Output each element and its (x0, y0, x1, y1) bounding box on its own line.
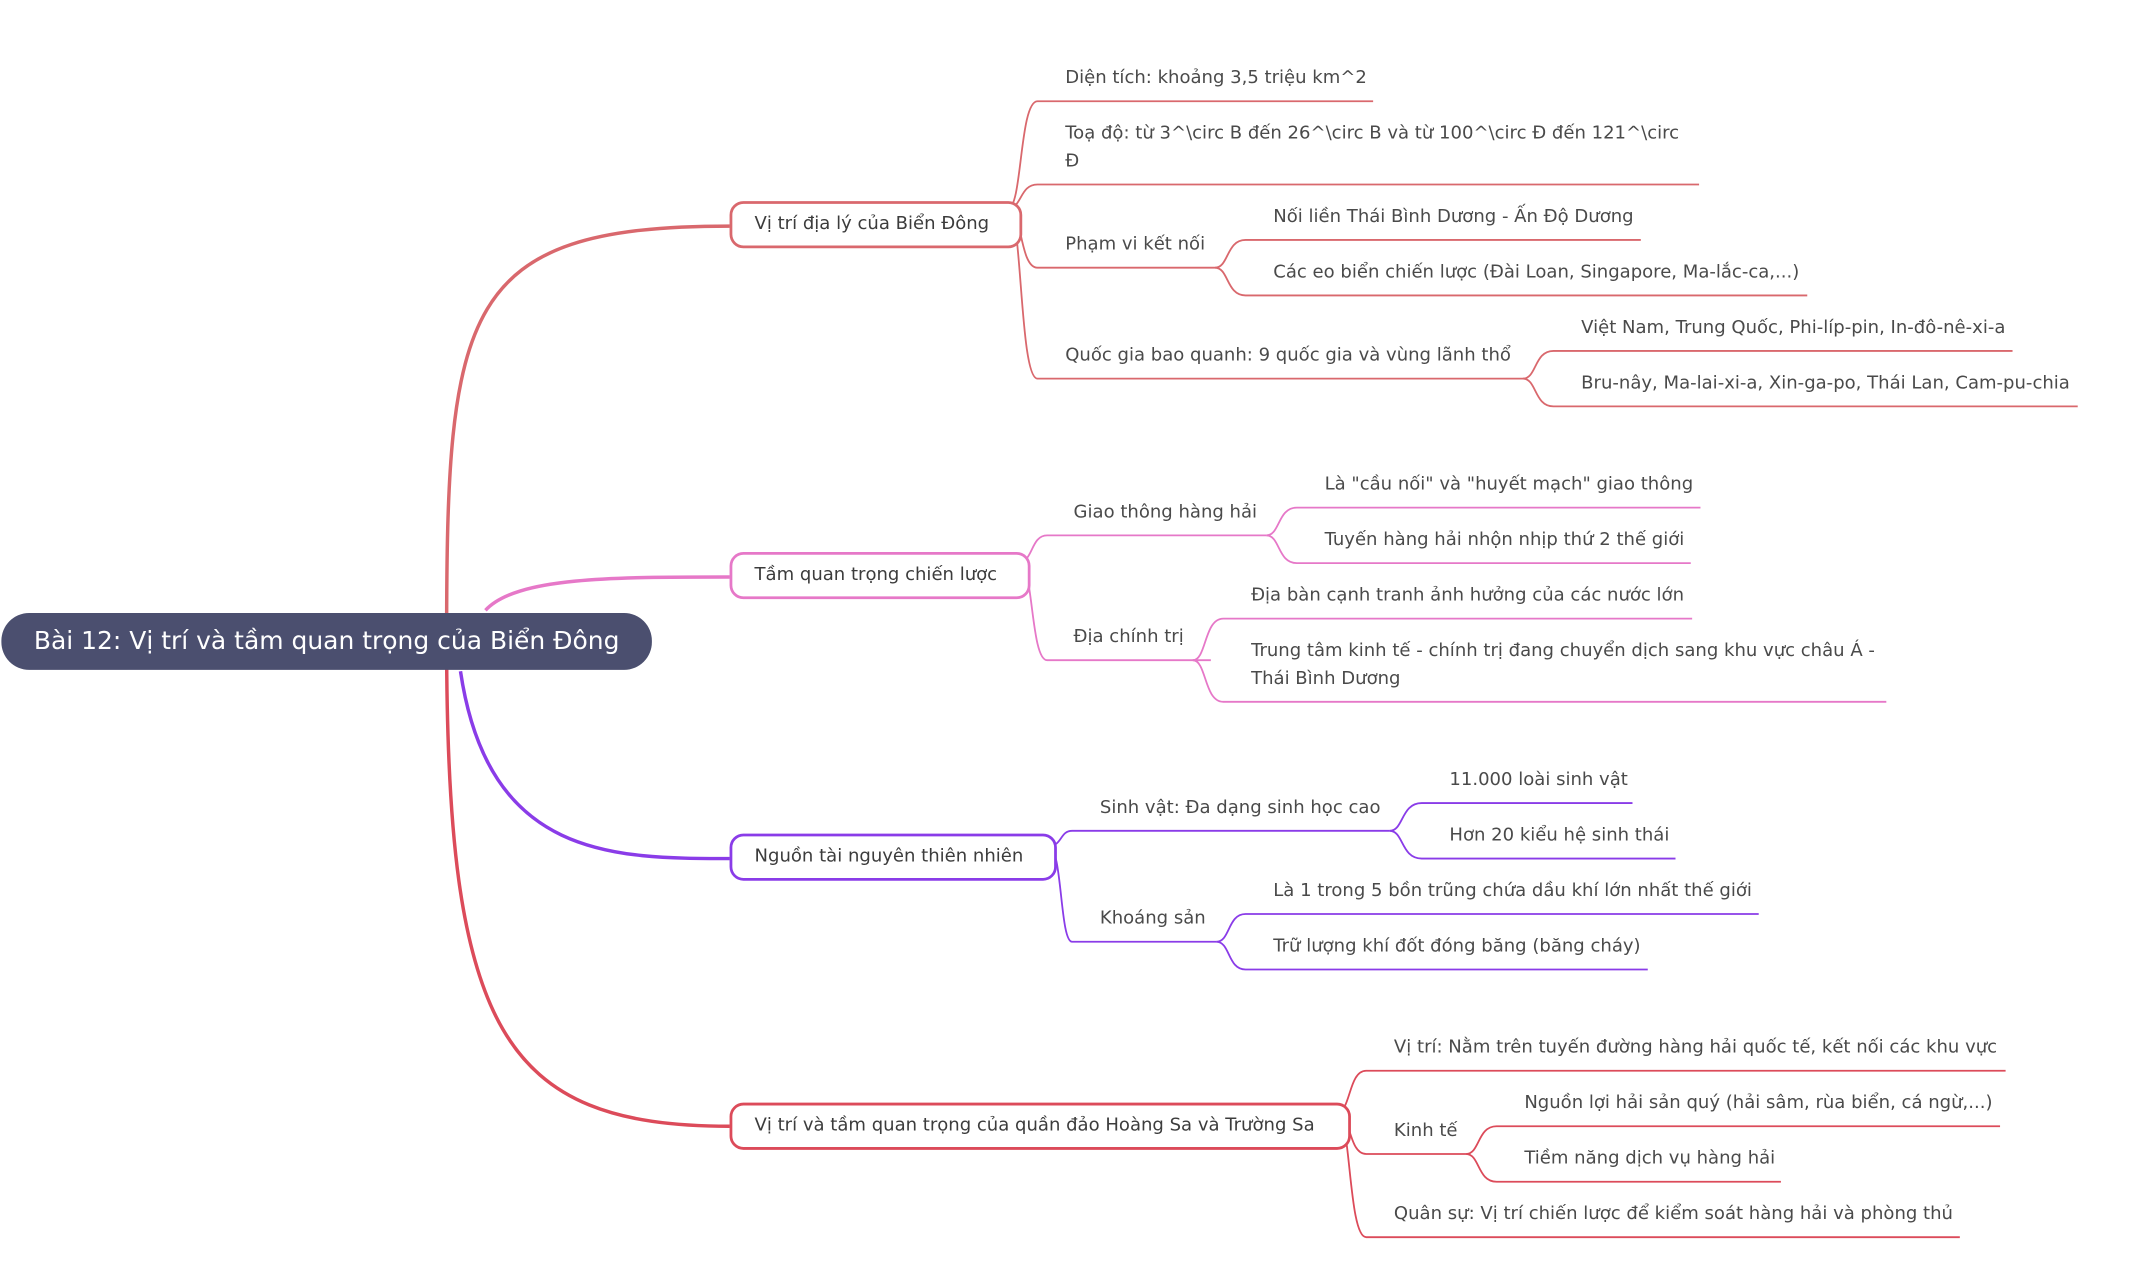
subtopic-hai-san[interactable]: Nguồn lợi hải sản quý (hải sâm, rùa biển… (1524, 1092, 1993, 1114)
branch-vi-tri-dia-ly[interactable]: Vị trí địa lý của Biển Đông (729, 201, 1023, 249)
subtopic-tuyen-hang-hai[interactable]: Tuyến hàng hải nhộn nhịp thứ 2 thế giới (1324, 529, 1685, 551)
topic-sinh-vat[interactable]: Sinh vật: Đa dạng sinh học cao (1099, 797, 1381, 819)
b2b-link-0 (1192, 617, 1693, 662)
subtopic-trung-tam-kinh-te[interactable]: Trung tâm kinh tế - chính trị đang chuyể… (1251, 640, 1875, 690)
b1a-link-0 (1214, 239, 1641, 269)
branch-tam-quan-trong[interactable]: Tầm quan trọng chiến lược (729, 552, 1031, 600)
subtopic-quoc-gia-1[interactable]: Việt Nam, Trung Quốc, Phi-líp-pin, In-đô… (1581, 317, 2006, 339)
topic-kinh-te[interactable]: Kinh tế (1393, 1120, 1458, 1142)
topic-pham-vi-ket-noi[interactable]: Phạm vi kết nối (1065, 234, 1206, 256)
b3a-link-0 (1389, 802, 1633, 832)
b3-link-0 (1048, 829, 1390, 847)
subtopic-quoc-gia-2[interactable]: Bru-nây, Ma-lai-xi-a, Xin-ga-po, Thái La… (1581, 373, 2070, 394)
b4a-link-0 (1465, 1125, 2001, 1155)
subtopic-he-sinh-thai[interactable]: Hơn 20 kiểu hệ sinh thái (1449, 825, 1670, 847)
root-topic[interactable]: Bài 12: Vị trí và tầm quan trọng của Biể… (1, 613, 652, 670)
b4a-link-1 (1465, 1153, 1781, 1183)
b2a-link-0 (1266, 506, 1701, 537)
subtopic-dich-vu-hang-hai[interactable]: Tiềm năng dịch vụ hàng hải (1524, 1148, 1776, 1170)
branch-hoang-sa-truong-sa[interactable]: Vị trí và tầm quan trọng của quần đảo Ho… (729, 1102, 1351, 1150)
trunk-line-2 (484, 575, 730, 612)
b2a-link-1 (1266, 534, 1691, 565)
topic-quan-su[interactable]: Quân sự: Vị trí chiến lược để kiểm soát … (1393, 1203, 1954, 1225)
topic-quoc-gia-bao-quanh[interactable]: Quốc gia bao quanh: 9 quốc gia và vùng l… (1065, 345, 1511, 367)
branch-tai-nguyen[interactable]: Nguồn tài nguyên thiên nhiên (729, 833, 1057, 881)
topic-vi-tri[interactable]: Vị trí: Nằm trên tuyến đường hàng hải qu… (1393, 1037, 1998, 1059)
trunk-line-1 (444, 224, 730, 641)
subtopic-dia-ban-canh-tranh[interactable]: Địa bàn cạnh tranh ảnh hưởng của các nướ… (1251, 585, 1685, 607)
b1b-link-0 (1522, 350, 2013, 380)
subtopic-loai-sinh-vat[interactable]: 11.000 loài sinh vật (1449, 769, 1628, 791)
subtopic-bon-trung[interactable]: Là 1 trong 5 bồn trũng chứa dầu khí lớn … (1273, 880, 1752, 902)
b1a-link-1 (1214, 266, 1808, 297)
b3b-link-1 (1216, 940, 1648, 971)
b2-link-0 (1019, 534, 1267, 563)
subtopic-noi-lien[interactable]: Nối liền Thái Bình Dương - Ấn Độ Dương (1273, 206, 1634, 228)
b1b-link-1 (1522, 377, 2078, 408)
b2b-link-1 (1192, 659, 1887, 703)
b3a-link-1 (1389, 829, 1676, 860)
trunk-line-3 (458, 671, 730, 861)
subtopic-cau-noi[interactable]: Là "cầu nối" và "huyết mạch" giao thông (1324, 474, 1694, 496)
trunk-line-4 (444, 640, 730, 1128)
b3b-link-0 (1216, 913, 1759, 943)
topic-khoang-san[interactable]: Khoáng sản (1099, 908, 1206, 930)
topic-toa-do[interactable]: Toạ độ: từ 3^\circ B đến 26^\circ B và t… (1065, 123, 1680, 172)
topic-giao-thong-hang-hai[interactable]: Giao thông hàng hải (1073, 502, 1258, 523)
subtopic-eo-bien[interactable]: Các eo biển chiến lược (Đài Loan, Singap… (1273, 262, 1800, 283)
subtopic-khi-dot-dong-bang[interactable]: Trữ lượng khí đốt đóng băng (băng cháy) (1273, 936, 1641, 958)
topic-dien-tich[interactable]: Diện tích: khoảng 3,5 triệu km^2 (1065, 67, 1367, 89)
topic-dia-chinh-tri[interactable]: Địa chính trị (1073, 626, 1184, 648)
